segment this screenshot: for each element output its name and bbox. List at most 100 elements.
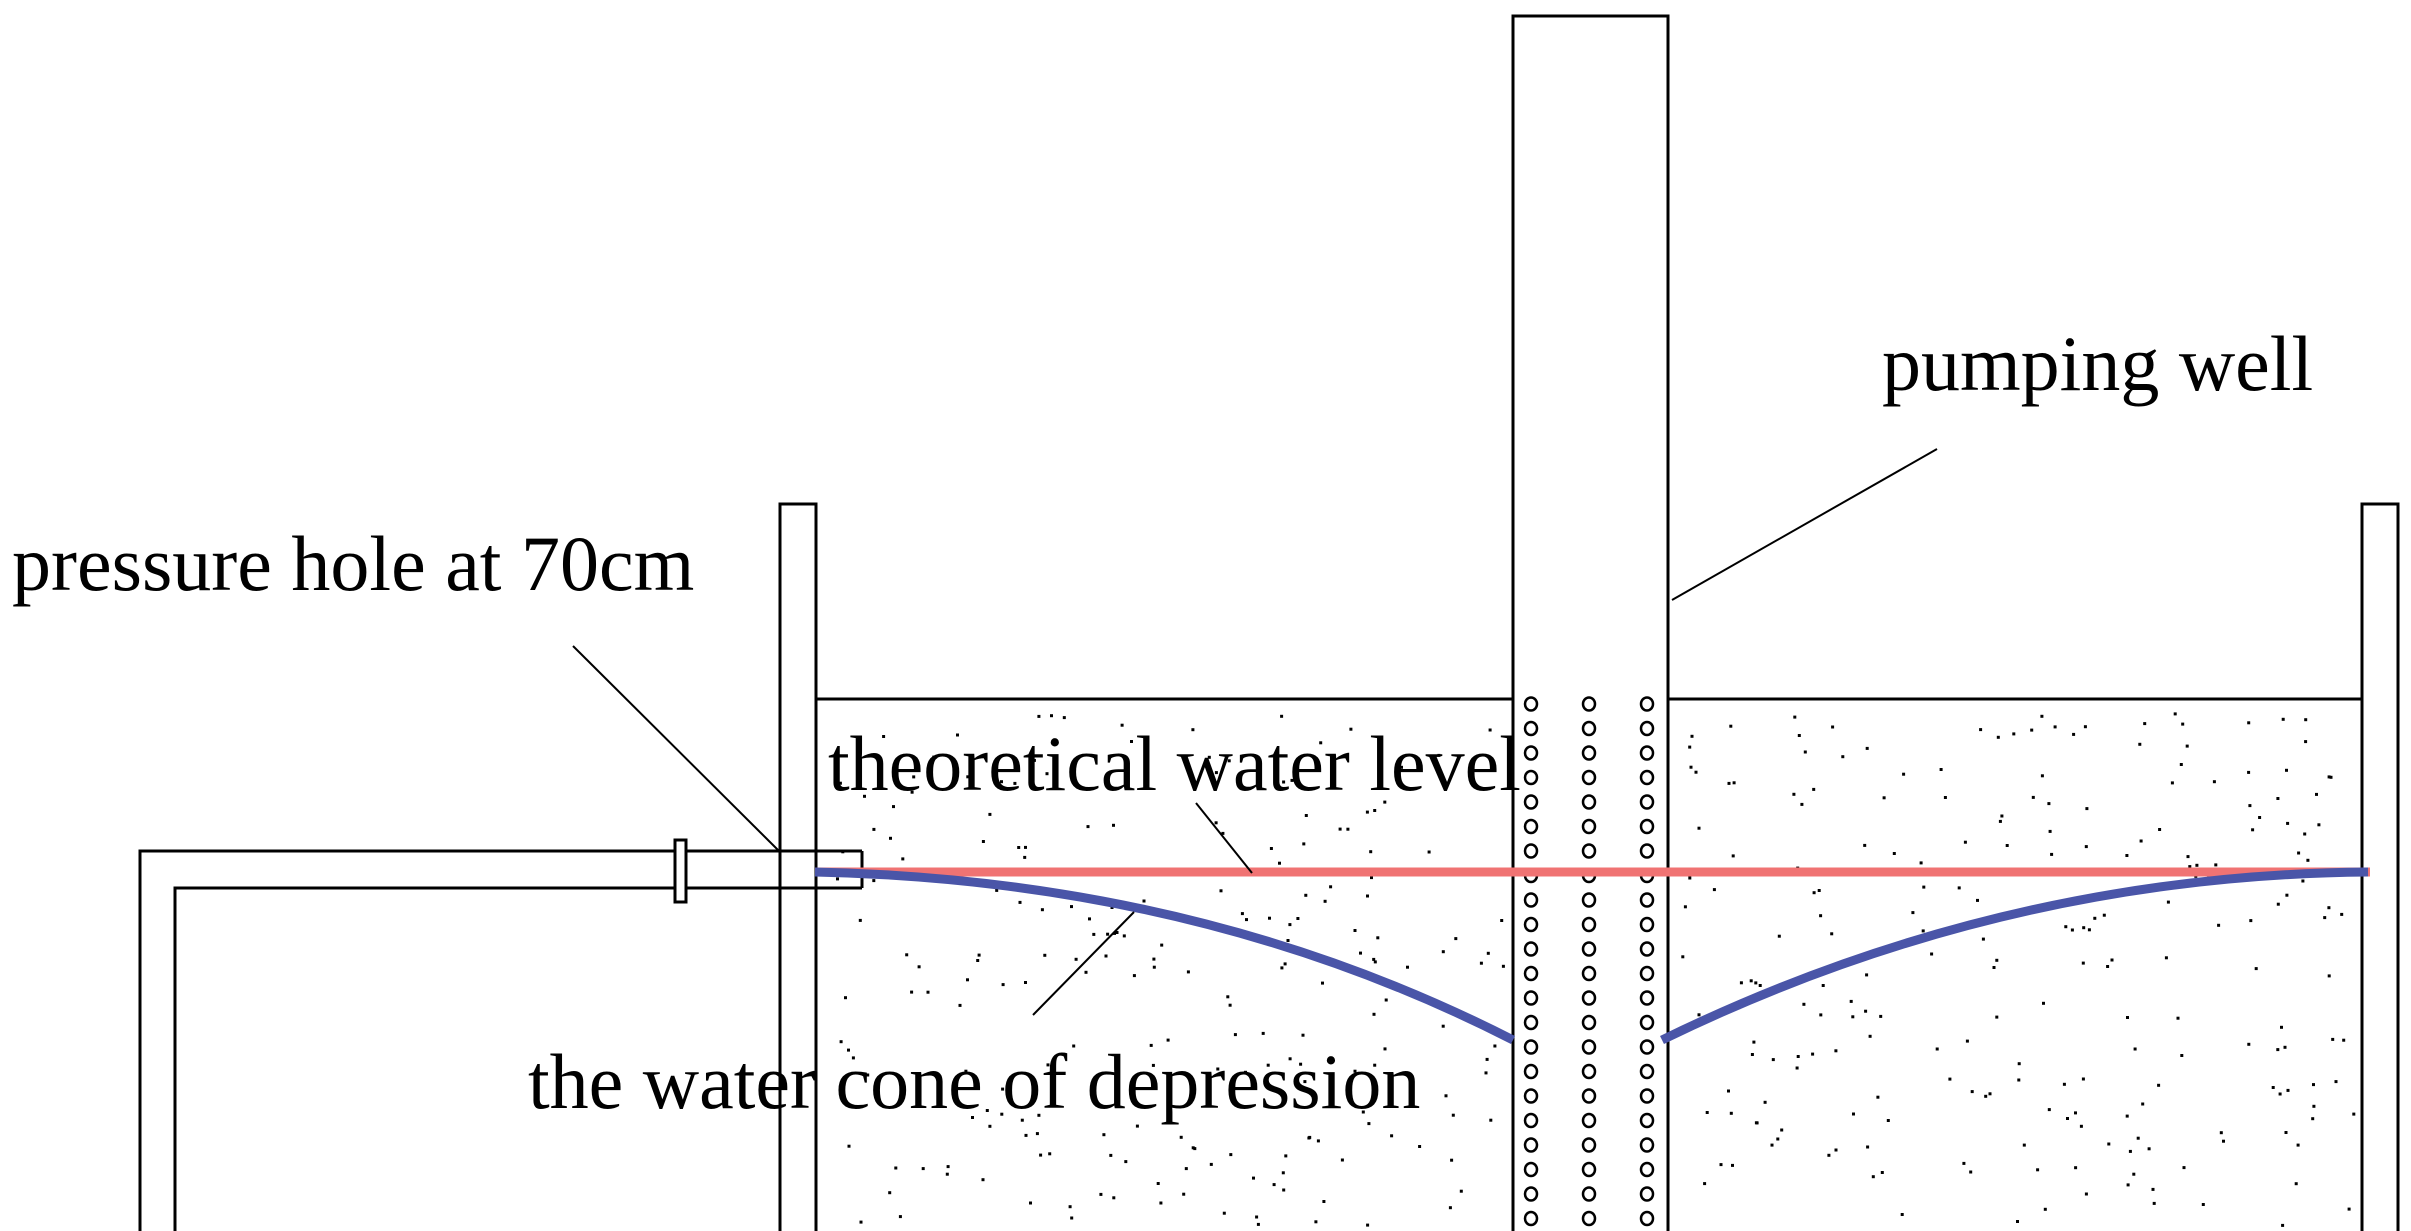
sand-grain (2219, 1131, 2223, 1135)
sand-grain (2016, 1220, 2019, 1223)
sand-grain (1092, 932, 1096, 936)
sand-grain (2085, 807, 2089, 811)
sand-grain (1115, 931, 1119, 934)
sand-grain (1222, 1211, 1226, 1215)
sand-grain (1819, 914, 1823, 918)
perforation-hole (1581, 1088, 1597, 1104)
sand-grain (1880, 1171, 1884, 1174)
sand-grain (2315, 792, 2318, 796)
sand-grain (2285, 893, 2289, 897)
sand-grain (1088, 917, 1091, 921)
sand-grain (2186, 855, 2190, 859)
sand-grain (1454, 937, 1458, 941)
sand-grain (2170, 781, 2174, 785)
sand-grain (1353, 929, 1357, 932)
perforation-hole (1523, 1014, 1539, 1031)
sand-grain (1373, 809, 1377, 812)
perforation-hole (1523, 745, 1539, 761)
sand-grain (1796, 1055, 1800, 1058)
sand-grain (1282, 1188, 1286, 1192)
sand-grain (2296, 1143, 2300, 1147)
sand-grain (2303, 832, 2307, 836)
perforation-hole (1523, 916, 1539, 933)
sand-grain (1070, 1216, 1074, 1220)
sand-grain (836, 877, 839, 881)
piezometer-tube-inner (173, 886, 862, 1231)
cone-of-depression-leader (1032, 911, 1135, 1016)
sand-grain (872, 827, 876, 831)
sand-grain (1124, 1160, 1128, 1164)
sand-grain (838, 781, 842, 785)
sand-grain (892, 805, 895, 809)
sand-grain (1995, 1015, 1999, 1019)
sand-grain (1962, 1161, 1966, 1165)
sand-grain (917, 965, 921, 969)
sand-grain (1984, 1094, 1988, 1098)
sand-grain (1731, 1163, 1734, 1167)
sand-grain (2132, 1172, 2136, 1176)
sand-grain (2176, 1016, 2180, 1020)
sand-grain (1072, 1044, 1076, 1048)
sand-grain (1957, 886, 1961, 890)
sand-grain (1879, 1014, 1883, 1018)
perforation-hole (1639, 1014, 1655, 1031)
cone-of-depression-left-curve (814, 867, 1516, 1045)
sand-grain (2323, 916, 2327, 920)
perforation-hole (1523, 843, 1539, 859)
sand-grain (945, 1172, 949, 1176)
sand-grain (946, 1165, 950, 1169)
sand-grain (977, 953, 981, 957)
perforation-hole (1639, 769, 1655, 786)
sand-grain (1763, 1100, 1767, 1104)
sand-grain (1752, 1040, 1756, 1044)
sand-grain (1286, 939, 1290, 942)
sand-grain (1226, 995, 1230, 999)
perforation-hole (1523, 1161, 1539, 1178)
sand-grain (2079, 1124, 2083, 1128)
sand-grain (2286, 1088, 2290, 1092)
sand-grain (1074, 957, 1078, 961)
sand-grain (863, 794, 866, 798)
sand-grain (1970, 1090, 1974, 1094)
sand-grain (2126, 1016, 2129, 1019)
perforation-hole (1639, 941, 1655, 957)
perforation-hole (1523, 696, 1539, 712)
sand-grain (964, 1069, 968, 1073)
sand-grain (2258, 816, 2262, 819)
sand-grain (2179, 763, 2183, 766)
sand-grain (1166, 1038, 1170, 1042)
sand-grain (2283, 1045, 2287, 1049)
sand-grain (2301, 879, 2305, 883)
sand-grain (1437, 753, 1441, 757)
sand-grain (866, 1073, 870, 1077)
sand-grain (2188, 865, 2192, 869)
perforation-hole (1581, 1210, 1597, 1227)
sand-grain (2133, 1047, 2137, 1051)
sand-grain (956, 733, 959, 737)
sand-grain (1142, 899, 1146, 903)
sand-grain (1302, 769, 1306, 772)
sand-grain (1731, 854, 1735, 858)
sand-grain (1996, 735, 2000, 739)
sand-grain (1099, 1192, 1103, 1196)
perforation-hole (1639, 1210, 1655, 1227)
perforation-hole (1523, 1063, 1539, 1080)
sand-grain (1459, 1189, 1463, 1193)
sand-grain (2276, 1048, 2280, 1052)
sand-grain (1193, 1147, 1197, 1151)
sand-grain (1729, 1111, 1733, 1115)
sand-grain (1988, 1092, 1992, 1096)
sand-grain (2294, 1182, 2298, 1186)
sand-grain (1749, 979, 1753, 983)
sand-grain (1876, 1095, 1880, 1099)
sand-grain (1152, 965, 1156, 969)
sand-grain (1130, 740, 1133, 743)
sand-grain (1963, 840, 1967, 844)
sand-grain (2030, 728, 2034, 732)
sand-grain (1802, 1002, 1806, 1006)
perforation-hole (1581, 1137, 1597, 1153)
sand-grain (1697, 826, 1701, 830)
sand-grain (934, 755, 938, 759)
sand-grain (2311, 1117, 2315, 1121)
sand-grain (894, 1166, 898, 1170)
